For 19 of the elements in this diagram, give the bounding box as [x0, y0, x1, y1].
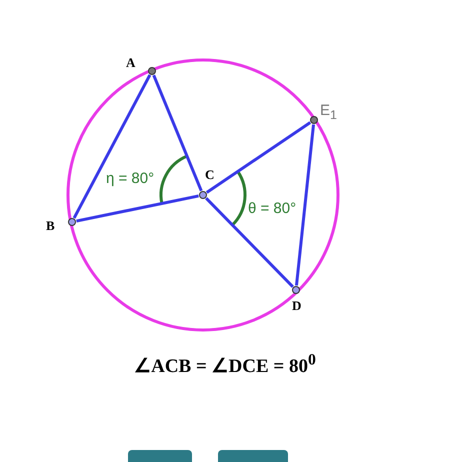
point-label: D: [292, 298, 302, 314]
line-segment: [152, 74, 203, 192]
point: [198, 190, 206, 198]
line-segment: [205, 197, 294, 288]
line-segment: [72, 74, 152, 219]
point-label: A: [126, 55, 136, 71]
point-label: B: [46, 218, 55, 234]
line-segment: [294, 124, 316, 286]
line-segment: [206, 121, 312, 194]
point: [148, 66, 156, 74]
line-segment: [76, 194, 199, 223]
point: [292, 286, 300, 294]
angle-label: η = 80°: [106, 170, 154, 187]
point: [310, 116, 318, 124]
angle-label: θ = 80°: [248, 200, 296, 217]
equation: ∠ACB = ∠DCE = 80$^{0}$: [134, 356, 316, 378]
point-label: E$_{1}$: [320, 102, 337, 122]
point-label: C: [205, 167, 214, 183]
point: [68, 218, 76, 226]
